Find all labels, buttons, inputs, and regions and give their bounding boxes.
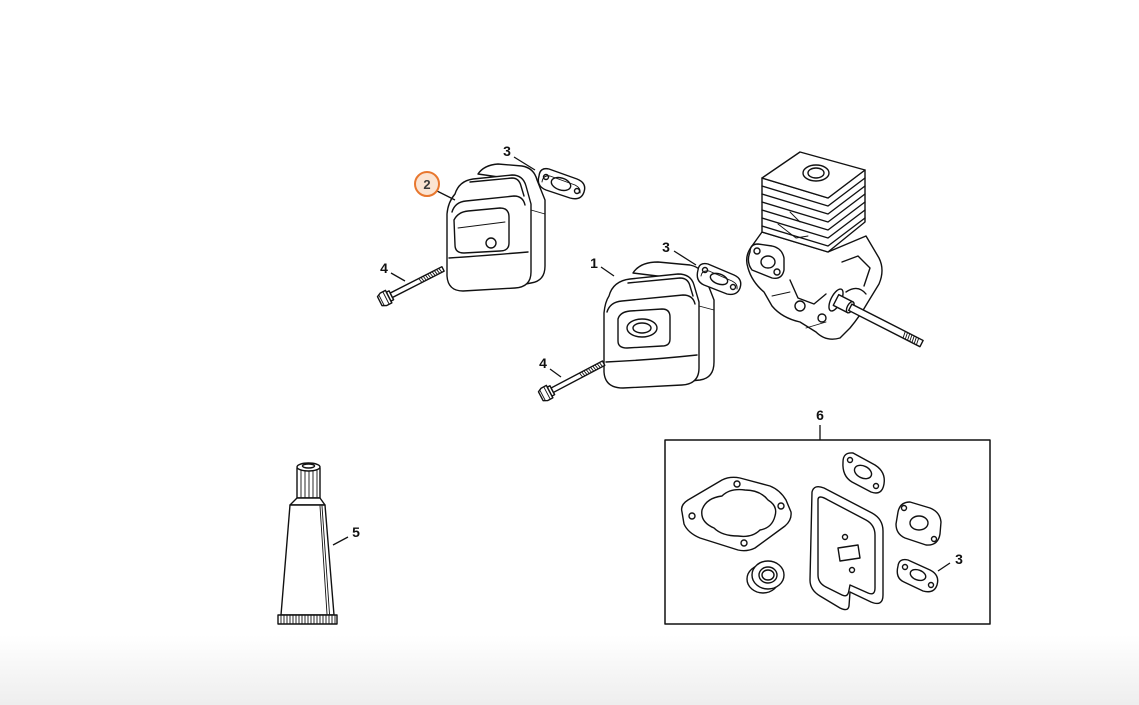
engine-powerhead <box>745 151 924 348</box>
gasket-set-part-6 <box>664 439 991 625</box>
bottom-shade <box>0 635 1139 705</box>
leader-lines <box>332 156 951 572</box>
callout-3-set[interactable]: 3 <box>955 551 963 567</box>
muffler-part-2 <box>446 163 546 292</box>
callout-3-top[interactable]: 3 <box>503 143 511 159</box>
callout-5[interactable]: 5 <box>352 524 360 540</box>
callout-4-top[interactable]: 4 <box>380 260 388 276</box>
muffler-part-1 <box>603 261 715 389</box>
callout-1[interactable]: 1 <box>590 255 598 271</box>
callout-3-middle[interactable]: 3 <box>662 239 670 255</box>
gasket-part-3-top <box>537 167 586 200</box>
gasket-set-frame <box>664 439 991 625</box>
callout-2[interactable]: 2 <box>423 177 430 192</box>
bolt-part-4-bottom <box>537 360 606 402</box>
callout-2-highlight-ring[interactable] <box>414 171 440 197</box>
callout-4-bottom[interactable]: 4 <box>539 355 547 371</box>
callout-6[interactable]: 6 <box>816 407 824 423</box>
bolt-part-4-top <box>376 266 445 307</box>
tube-part-5 <box>277 462 338 625</box>
gasket-part-3-middle <box>696 262 742 296</box>
